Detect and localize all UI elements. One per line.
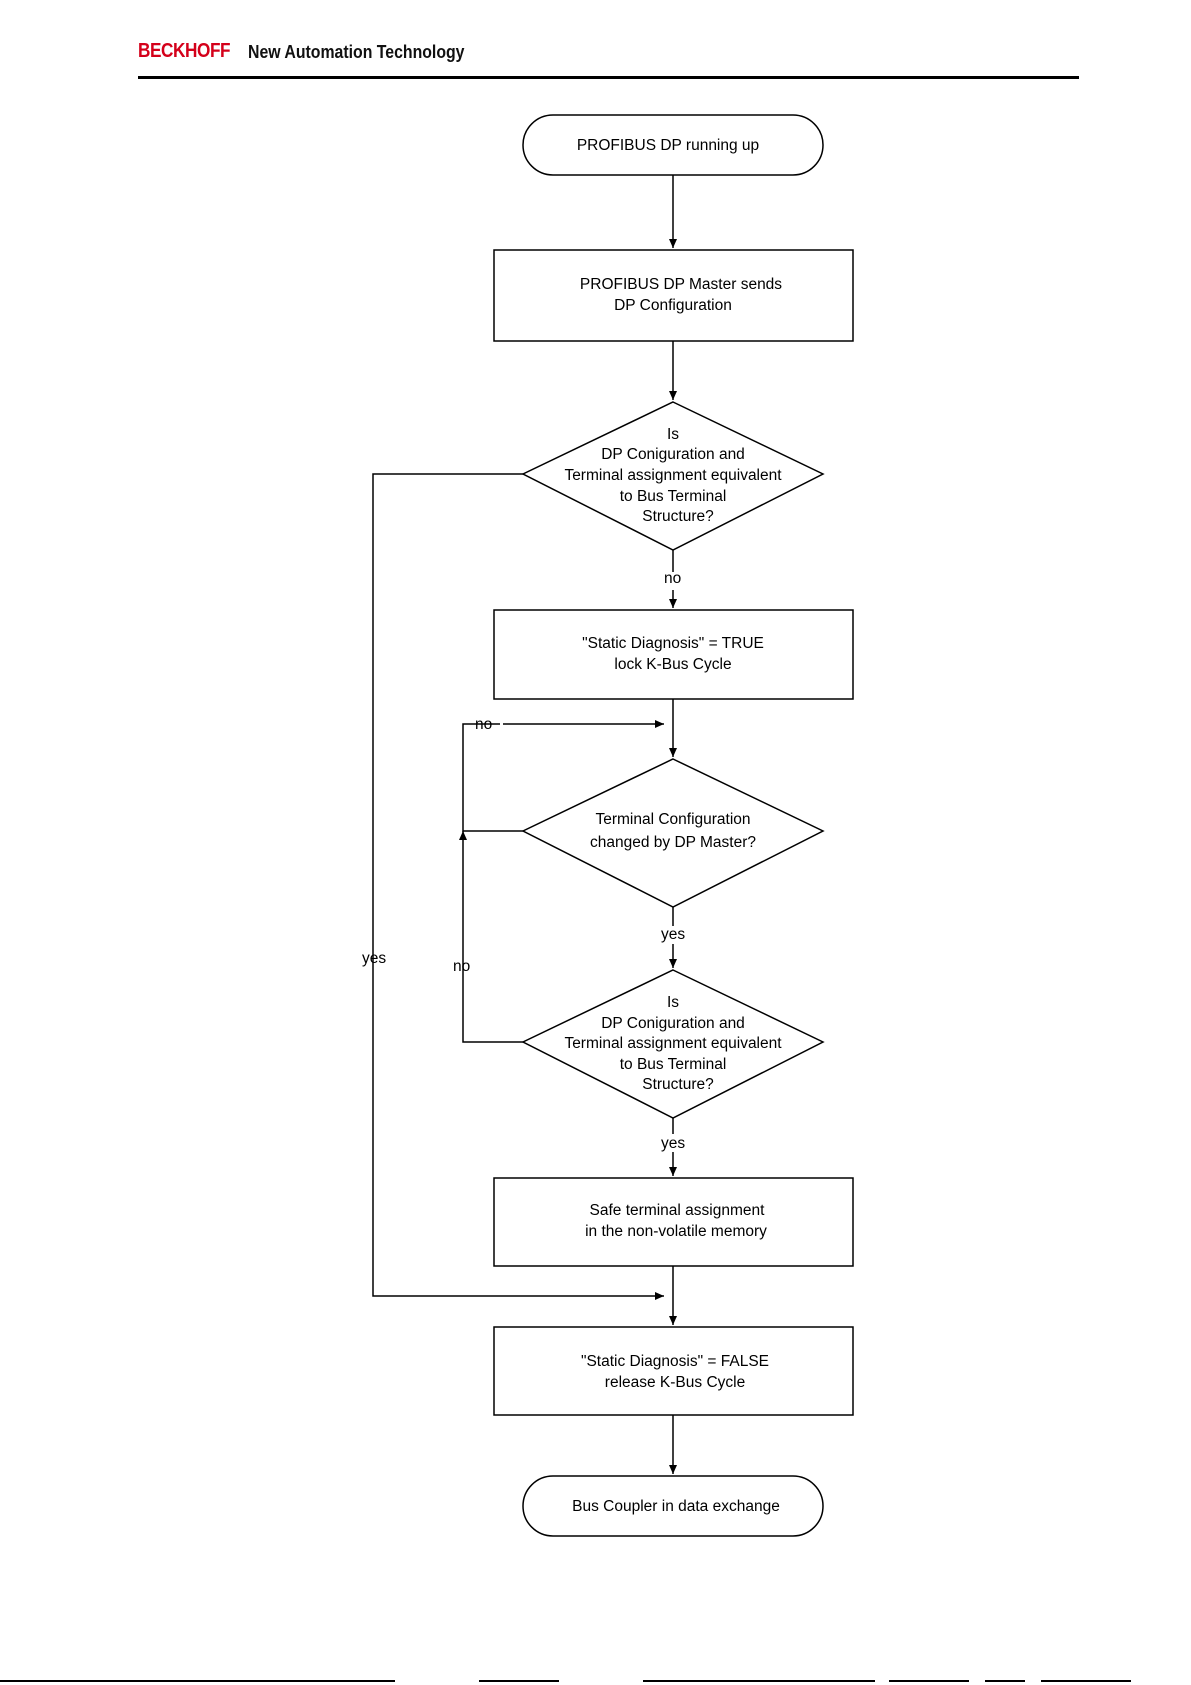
equivalence-decision: [521, 401, 825, 551]
static-diagnosis-true-box: [493, 609, 854, 700]
connector-no-loop-side: [459, 831, 523, 1043]
footer-mark: [889, 1680, 969, 1682]
start-terminator: [522, 114, 824, 176]
footer-mark: [643, 1680, 875, 1682]
connector-no-loop-top-a: [462, 723, 523, 832]
decision-3-line-2: DP Coniguration and: [601, 1015, 745, 1032]
footer-mark: [1041, 1680, 1131, 1682]
static-true-line-2: lock K-Bus Cycle: [614, 656, 731, 673]
start-label: PROFIBUS DP running up: [577, 137, 759, 154]
footer-mark: [985, 1680, 1025, 1682]
safe-line-1: Safe terminal assignment: [590, 1202, 766, 1219]
decision-2-line-1: Terminal Configuration: [595, 811, 750, 828]
decision-1-line-4: to Bus Terminal: [620, 488, 727, 505]
connector-yes-bypass: [372, 473, 664, 1300]
footer-mark: [0, 1680, 395, 1682]
static-false-line-1: "Static Diagnosis" = FALSE: [581, 1353, 769, 1370]
master-sends-line-1: PROFIBUS DP Master sends: [580, 276, 782, 293]
shape-labels: PROFIBUS DP running up PROFIBUS DP Maste…: [564, 137, 782, 1515]
decision-3-line-4: to Bus Terminal: [620, 1056, 727, 1073]
edge-label-no-loop-top: no: [475, 716, 492, 733]
master-sends-box: [493, 249, 854, 342]
edge-labels: no yes no yes no yes: [362, 570, 685, 1152]
static-false-line-2: release K-Bus Cycle: [605, 1374, 745, 1391]
master-sends-line-2: DP Configuration: [614, 297, 732, 314]
edge-label-no-loop-side: no: [453, 958, 470, 975]
beckhoff-logo: BECKHOFF: [138, 40, 231, 62]
equivalence-decision-2: [521, 969, 825, 1119]
header-tagline: New Automation Technology: [248, 42, 465, 62]
safe-line-2: in the non-volatile memory: [585, 1223, 767, 1240]
decision-1-line-5: Structure?: [642, 508, 714, 525]
decision-3-line-1: Is: [667, 994, 679, 1011]
config-changed-decision: [521, 758, 825, 908]
static-true-line-1: "Static Diagnosis" = TRUE: [582, 635, 764, 652]
edge-label-yes-2: yes: [661, 926, 685, 943]
connectors: [372, 175, 677, 1474]
end-label: Bus Coupler in data exchange: [572, 1498, 780, 1515]
edge-label-yes-3: yes: [661, 1135, 685, 1152]
decision-3-line-5: Structure?: [642, 1076, 714, 1093]
static-diagnosis-false-box: [493, 1326, 854, 1416]
edge-label-no-1: no: [664, 570, 681, 587]
decision-1-line-2: DP Coniguration and: [601, 446, 745, 463]
decision-1-line-3: Terminal assignment equivalent: [564, 467, 782, 484]
edge-label-yes-bypass: yes: [362, 950, 386, 967]
decision-2-line-2: changed by DP Master?: [590, 834, 756, 851]
safe-assignment-box: [493, 1177, 854, 1267]
header-rule: [138, 76, 1079, 79]
footer-mark: [479, 1680, 559, 1682]
footer-marks: [0, 1680, 1191, 1682]
decision-1-line-1: Is: [667, 426, 679, 443]
decision-3-line-3: Terminal assignment equivalent: [564, 1035, 782, 1052]
shapes: [493, 114, 854, 1537]
end-terminator: [522, 1475, 824, 1537]
